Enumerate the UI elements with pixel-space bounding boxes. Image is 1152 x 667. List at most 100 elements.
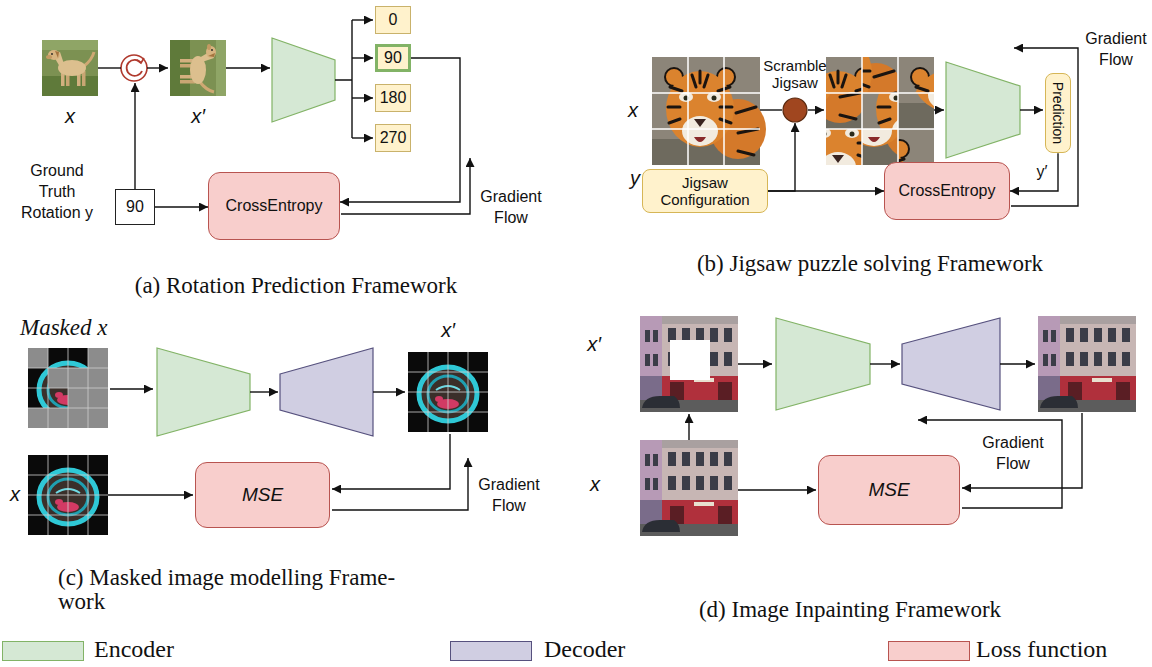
encoder-shape	[272, 38, 335, 122]
node-text: CrossEntropy	[899, 182, 996, 200]
illustration-part	[137, 58, 144, 63]
illustration-part	[28, 455, 108, 535]
flow-connector	[768, 190, 884, 191]
node-text: Prediction	[1050, 82, 1066, 144]
illustration-part	[352, 57, 373, 58]
illustration-part	[688, 414, 689, 440]
illustration-part	[808, 109, 824, 110]
illustration-part	[28, 348, 108, 428]
illustration-part	[870, 363, 900, 364]
illustration-part	[352, 19, 373, 20]
node-text: 90	[384, 49, 402, 67]
illustration-part	[335, 20, 352, 138]
legend-text: Encoder	[94, 634, 174, 664]
legend-text: Loss function	[976, 634, 1107, 664]
illustration-part	[1000, 363, 1035, 364]
gradient-label: Gradient Flow	[976, 432, 1050, 474]
illustration-part	[670, 340, 710, 380]
node-text: Scramble Jigsaw	[758, 57, 832, 91]
predicted-class-box: 90	[375, 44, 411, 72]
illustration-part	[352, 97, 373, 98]
image-label: x	[622, 98, 644, 123]
config-box: Jigsaw Configuration	[642, 169, 768, 213]
illustration-part	[754, 21, 868, 129]
encoder-shape	[946, 62, 1020, 158]
illustration-part	[738, 363, 772, 364]
edge-label: y′	[1032, 162, 1052, 182]
dog-image	[42, 40, 98, 96]
holed-image	[640, 316, 738, 412]
node-text: Jigsaw Configuration	[643, 174, 767, 208]
illustration-part	[1020, 109, 1043, 110]
scramble-circle	[783, 98, 807, 122]
gradient-label: Gradient Flow	[1083, 28, 1149, 70]
node-text: 90	[126, 198, 144, 216]
flow-connector	[340, 58, 460, 202]
scramble-circle	[782, 97, 808, 123]
panel-c-illustration	[28, 348, 488, 535]
flow-connector	[768, 123, 795, 191]
legend-swatch	[2, 641, 84, 661]
illustration-part	[352, 137, 373, 138]
illustration-part	[1011, 48, 1078, 206]
tiger-image	[652, 57, 766, 165]
illustration-part	[652, 57, 760, 165]
image-label: x′	[582, 332, 606, 357]
rotate-operator	[121, 55, 147, 81]
illustration-part	[110, 388, 153, 389]
class-box: 180	[375, 84, 411, 112]
encoder-shape	[776, 318, 870, 410]
masked-image	[28, 348, 108, 428]
loss-box: MSE	[818, 455, 960, 525]
original-image	[640, 440, 738, 536]
illustration-part	[28, 408, 48, 428]
image-label: x	[584, 472, 606, 497]
image-label: x′	[436, 318, 460, 343]
panel-caption: (c) Masked image modelling Frame- work	[58, 566, 418, 614]
illustration-part	[332, 458, 468, 510]
flow-connector	[1010, 153, 1058, 191]
node-text: MSE	[868, 479, 909, 501]
reconstructed-image	[408, 352, 488, 432]
illustration-part	[250, 391, 278, 392]
illustration-part	[98, 67, 121, 68]
loss-box: CrossEntropy	[884, 162, 1010, 220]
illustration-part	[826, 57, 934, 165]
illustration-part	[373, 391, 405, 392]
encoder-shape	[157, 348, 250, 436]
illustration-part	[341, 158, 470, 214]
illustration-part	[134, 83, 135, 189]
image-label: x	[58, 104, 82, 129]
image-label: x	[4, 482, 26, 507]
illustration-part	[88, 348, 108, 368]
input-label: y	[624, 166, 646, 191]
illustration-part	[68, 388, 88, 408]
inpainted-image	[1038, 316, 1136, 412]
illustration-part	[754, 21, 868, 129]
illustration-part	[68, 368, 88, 388]
illustration-part	[408, 352, 488, 432]
decoder-shape	[280, 348, 373, 436]
node-text: 0	[389, 11, 398, 29]
rotated-dog-image	[170, 40, 226, 96]
illustration-part	[88, 368, 108, 388]
illustration-part	[48, 368, 68, 388]
illustration-part	[934, 109, 944, 110]
legend-swatch	[888, 641, 970, 661]
scramble-operator: Scramble Jigsaw	[758, 55, 832, 123]
image-label: Masked x	[20, 314, 170, 343]
class-box: 270	[375, 124, 411, 152]
decoder-shape	[902, 318, 1000, 410]
loss-box: MSE	[195, 462, 330, 528]
image-label: x′	[186, 104, 210, 129]
illustration-part	[332, 434, 450, 489]
gradient-label: Gradient Flow	[476, 186, 546, 228]
panel-d-illustration	[640, 316, 1136, 536]
node-text: 180	[380, 89, 407, 107]
prediction-box: Prediction	[1045, 73, 1071, 153]
legend-swatch	[450, 641, 532, 661]
original-image	[28, 455, 108, 535]
illustration-part	[68, 408, 88, 428]
